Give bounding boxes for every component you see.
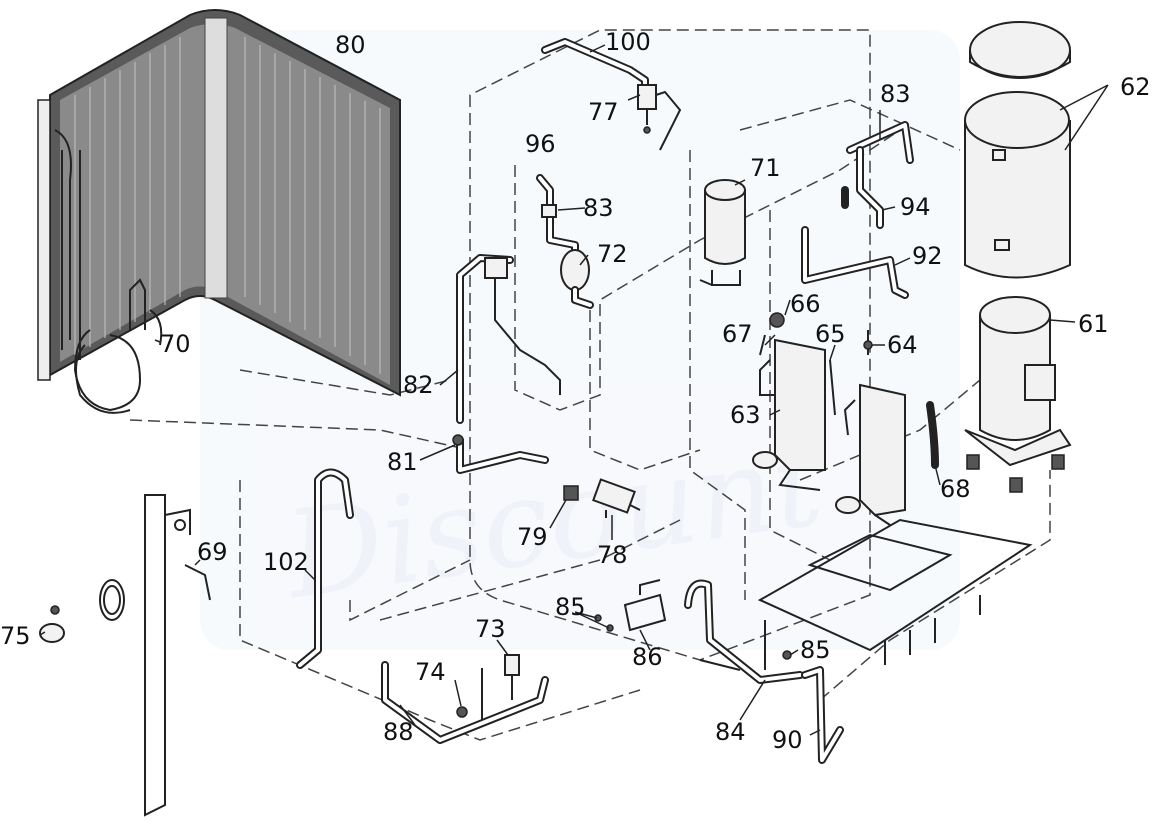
- cap-79: [563, 485, 579, 501]
- label-66: 66: [790, 290, 821, 318]
- label-64: 64: [887, 331, 918, 359]
- pipe-81: [452, 434, 549, 474]
- label-73: 73: [475, 615, 506, 643]
- side-bracket: [144, 494, 191, 817]
- pipe-90: [801, 666, 844, 764]
- base-plate: [757, 518, 1033, 665]
- service-valve-78: [592, 478, 641, 518]
- label-71: 71: [750, 154, 781, 182]
- label-88: 88: [383, 718, 414, 746]
- label-86: 86: [632, 643, 663, 671]
- label-70: 70: [160, 330, 191, 358]
- label-84: 84: [715, 718, 746, 746]
- pipe-83: [846, 121, 914, 164]
- component-66-67-64-65-68: [759, 312, 939, 469]
- compressor-jacket-62: [964, 91, 1071, 279]
- label-62: 62: [1120, 73, 1151, 101]
- label-77: 77: [588, 98, 619, 126]
- label-63: 63: [730, 401, 761, 429]
- heat-exchanger-63b: [835, 383, 906, 526]
- label-80: 80: [335, 31, 366, 59]
- label-96: 96: [525, 130, 556, 158]
- label-81: 81: [387, 448, 418, 476]
- label-83-top: 83: [880, 80, 911, 108]
- heat-exchanger-63: [752, 338, 836, 491]
- label-85-right: 85: [800, 636, 831, 664]
- label-92: 92: [912, 242, 943, 270]
- label-61: 61: [1078, 310, 1109, 338]
- compressor-lid-62: [969, 21, 1071, 79]
- label-82: 82: [403, 371, 434, 399]
- label-90: 90: [772, 726, 803, 754]
- pipe-102: [296, 468, 354, 669]
- pipe-92: [801, 226, 909, 299]
- label-94: 94: [900, 193, 931, 221]
- assembly-guide-lines: [129, 29, 1051, 741]
- sensor-coil-75: [39, 579, 125, 643]
- label-75: 75: [0, 622, 31, 650]
- label-79: 79: [517, 523, 548, 551]
- valve-73: [504, 654, 520, 700]
- label-78: 78: [597, 541, 628, 569]
- bracket-86: [594, 579, 792, 660]
- label-69: 69: [197, 538, 228, 566]
- valve-77: [637, 84, 682, 151]
- condenser-coil: [37, 9, 401, 414]
- pipe-82: [456, 254, 561, 424]
- label-83-mid: 83: [583, 194, 614, 222]
- fitting-74: [456, 706, 468, 718]
- label-72: 72: [597, 240, 628, 268]
- wire-69: [184, 564, 211, 601]
- label-74: 74: [415, 658, 446, 686]
- pipe-94: [841, 146, 884, 229]
- callout-labels: 80 100 77 83 62 96 83 71 94 72 92 66 61 …: [0, 28, 1151, 754]
- label-102: 102: [263, 548, 309, 576]
- compressor-61: [964, 296, 1072, 493]
- label-68: 68: [940, 475, 971, 503]
- pipe-84: [684, 579, 804, 684]
- label-100: 100: [605, 28, 651, 56]
- label-85-left: 85: [555, 593, 586, 621]
- pipe-88: [381, 661, 549, 744]
- filter-drier-72: [560, 249, 594, 309]
- label-67: 67: [722, 320, 753, 348]
- label-65: 65: [815, 320, 846, 348]
- leader-lines: [39, 44, 1109, 736]
